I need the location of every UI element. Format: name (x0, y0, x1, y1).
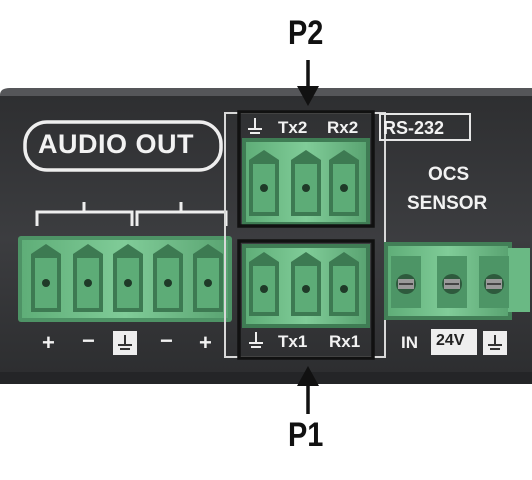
sensor-pin-24v: 24V (436, 332, 465, 349)
p1-highlight-box (237, 239, 375, 360)
p1-terminal (329, 252, 359, 316)
sensor-pin-in: IN (401, 333, 418, 352)
ocs-label: OCS (428, 164, 470, 185)
p2-terminal (249, 150, 279, 216)
sensor-label: SENSOR (407, 193, 488, 214)
p1-terminal (249, 252, 279, 316)
rs232-label-box (379, 113, 471, 141)
sensor-terminal (479, 256, 509, 308)
p1-terminal (291, 252, 321, 316)
sensor-terminal (391, 256, 421, 308)
callout-p2: P2 (288, 14, 324, 52)
audio-pin-plus-right: + (199, 330, 212, 355)
p1-rx-label: Rx1 (329, 332, 361, 351)
audio-bracket-left (35, 202, 134, 226)
audio-terminal (113, 244, 143, 312)
sensor-terminal (437, 256, 467, 308)
audio-out-pill (23, 120, 223, 172)
audio-pin-plus-left: + (42, 330, 55, 355)
p1-tx-label: Tx1 (278, 332, 308, 351)
ground-symbol-icon (113, 331, 137, 355)
24v-label-box (431, 329, 477, 355)
p2-highlight-box (237, 110, 375, 228)
ground-symbol-icon (249, 332, 263, 348)
p2-tx-label: Tx2 (278, 118, 308, 137)
chassis-bottom-edge (0, 372, 532, 384)
rs232-label: RS-232 (383, 118, 445, 138)
ground-symbol-icon (483, 331, 507, 355)
audio-out-label: AUDIO OUT (38, 129, 194, 159)
audio-pin-minus-right: − (160, 328, 173, 353)
audio-pin-minus-left: − (82, 328, 95, 353)
p2-rx-label: Rx2 (327, 118, 359, 137)
p2-terminal (329, 150, 359, 216)
p2-terminal (291, 150, 321, 216)
audio-terminal (73, 244, 103, 312)
arrow-up-icon (297, 366, 319, 414)
arrow-down-icon (297, 60, 319, 106)
audio-terminal (153, 244, 183, 312)
callout-p1: P1 (288, 416, 324, 454)
ground-symbol-icon (248, 118, 262, 134)
audio-terminal (31, 244, 61, 312)
audio-terminal (193, 244, 223, 312)
